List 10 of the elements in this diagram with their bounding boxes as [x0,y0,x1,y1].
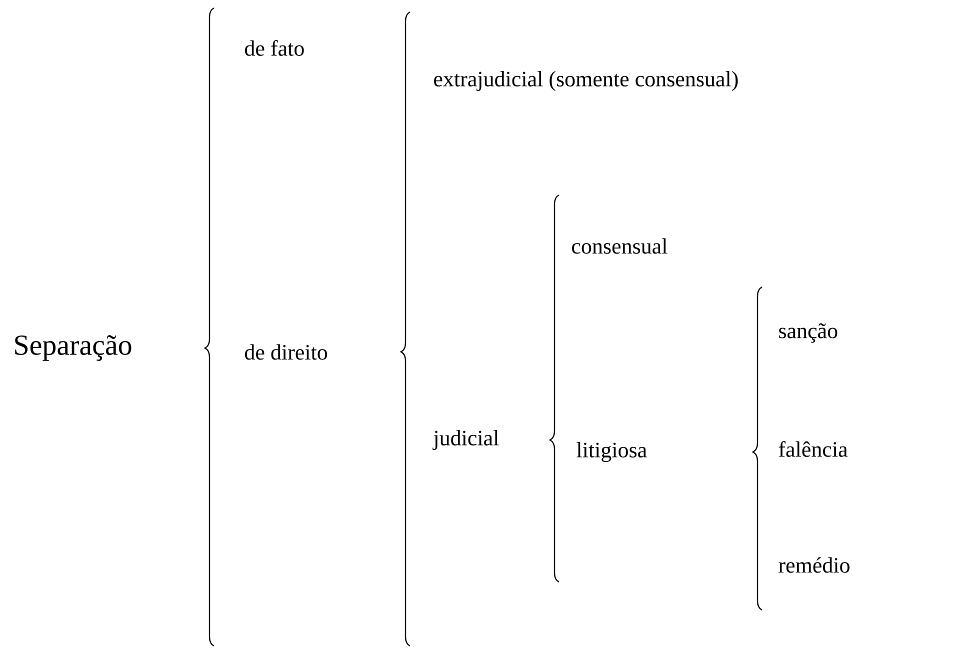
node-text: de direito [245,344,328,360]
node-text: de fato [245,40,304,56]
node-text: remédio [778,557,850,573]
node-text: extrajudicial (somente consensual) [434,71,738,91]
node-text: Separação [15,335,132,361]
node-text: litigiosa [576,442,647,462]
node-text: judicial [432,430,499,450]
node-text: falência [778,441,848,457]
node-text: sanção [779,323,838,343]
node-text: consensual [572,238,668,254]
